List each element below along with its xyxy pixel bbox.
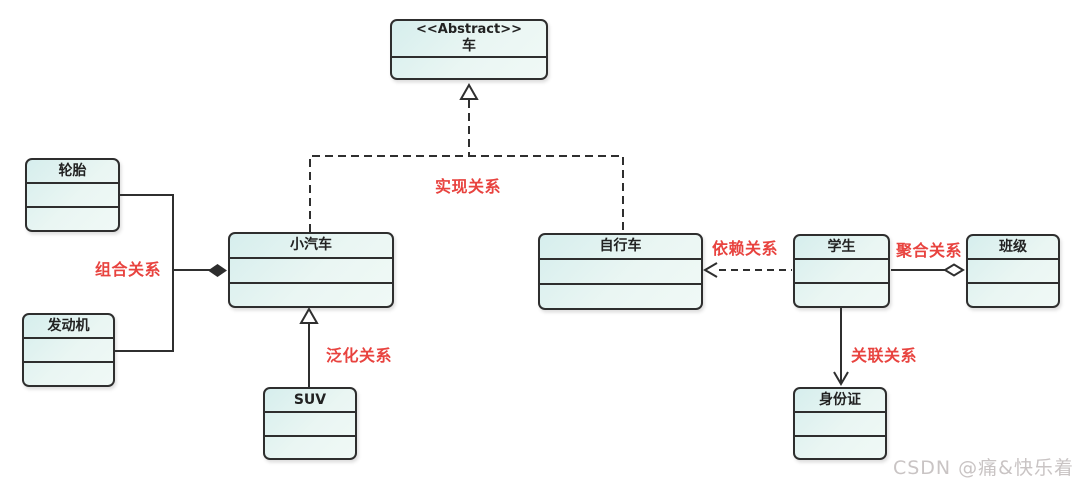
attributes-compartment xyxy=(230,259,392,284)
class-box-engine: 发动机 xyxy=(22,313,115,387)
generalization-connector xyxy=(299,306,319,387)
class-name: 发动机 xyxy=(24,315,113,339)
class-name: 轮胎 xyxy=(27,160,118,184)
realization-label: 实现关系 xyxy=(435,177,502,196)
methods-compartment xyxy=(230,284,392,307)
class-name: 小汽车 xyxy=(230,234,392,259)
class-box-idcard: 身份证 xyxy=(793,387,887,460)
class-box-bicycle: 自行车 xyxy=(538,233,703,310)
attributes-compartment xyxy=(27,184,118,208)
dependency-connector xyxy=(703,262,792,278)
class-box-vehicle: <<Abstract>> 车 xyxy=(390,19,548,80)
hollow-triangle-arrowhead xyxy=(299,306,319,324)
attributes-compartment xyxy=(795,260,888,284)
class-name: 车 xyxy=(462,37,476,54)
aggregation-label: 聚合关系 xyxy=(896,241,963,260)
generalization-label: 泛化关系 xyxy=(326,346,393,365)
attributes-compartment xyxy=(540,260,701,285)
aggregation-connector xyxy=(891,263,965,277)
attributes-compartment xyxy=(795,413,885,437)
methods-compartment xyxy=(540,285,701,308)
csdn-watermark: CSDN @痛&快乐着 xyxy=(892,457,1074,479)
methods-compartment xyxy=(24,363,113,385)
methods-compartment xyxy=(795,437,885,459)
association-connector xyxy=(833,308,849,386)
composition-label: 组合关系 xyxy=(95,260,162,279)
methods-compartment xyxy=(265,437,355,459)
attributes-compartment xyxy=(24,339,113,363)
class-box-tire: 轮胎 xyxy=(25,158,120,232)
methods-compartment xyxy=(27,208,118,230)
hollow-triangle-arrowhead xyxy=(459,82,479,100)
class-box-student: 学生 xyxy=(793,234,890,308)
class-name: 身份证 xyxy=(795,389,885,413)
realization-connector xyxy=(309,82,624,233)
class-box-suv: SUV xyxy=(263,387,357,460)
class-name: 自行车 xyxy=(540,235,701,260)
class-name: 班级 xyxy=(968,236,1058,260)
class-box-car: 小汽车 xyxy=(228,232,394,308)
filled-diamond xyxy=(208,264,227,277)
open-arrowhead xyxy=(833,371,849,386)
class-title: <<Abstract>> 车 xyxy=(392,21,546,58)
class-name: 学生 xyxy=(795,236,888,260)
class-compartment xyxy=(392,58,546,78)
association-label: 关联关系 xyxy=(851,346,918,365)
methods-compartment xyxy=(968,284,1058,306)
dependency-label: 依赖关系 xyxy=(712,239,779,258)
attributes-compartment xyxy=(265,413,355,437)
class-box-class: 班级 xyxy=(966,234,1060,308)
attributes-compartment xyxy=(968,260,1058,284)
open-arrowhead xyxy=(703,262,718,278)
class-name: SUV xyxy=(265,389,355,413)
hollow-diamond xyxy=(943,263,965,277)
class-stereotype: <<Abstract>> xyxy=(416,21,522,37)
methods-compartment xyxy=(795,284,888,306)
